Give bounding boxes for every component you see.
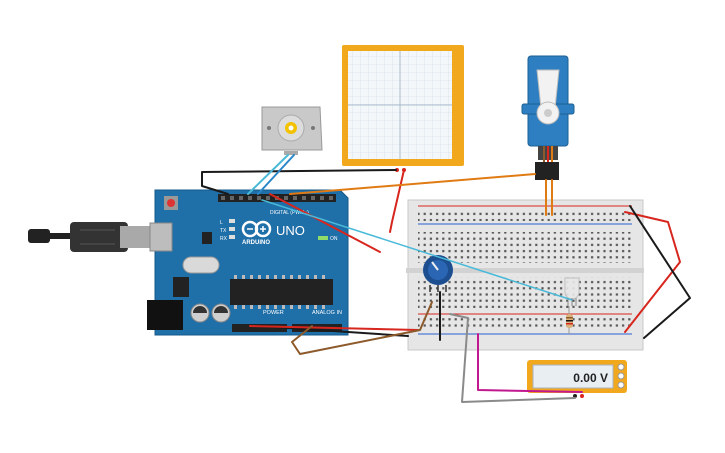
usb-cable[interactable] (28, 222, 170, 252)
wire-gray-multimeter[interactable] (449, 313, 576, 403)
mode-v[interactable] (617, 372, 625, 380)
power-jack (147, 300, 183, 330)
potentiometer[interactable] (423, 255, 453, 292)
wire-magenta-multimeter[interactable] (477, 333, 583, 393)
wire-red-5v[interactable] (249, 325, 419, 331)
wire-black-scope[interactable] (201, 169, 397, 195)
resistor[interactable] (566, 306, 573, 334)
mode-a[interactable] (617, 363, 625, 371)
arduino-logo-icon (241, 220, 272, 238)
wire-black-right-rail[interactable] (629, 205, 691, 339)
atmega-chip (230, 279, 333, 305)
wire-cyan-led[interactable] (261, 199, 573, 301)
wire-red-right-rail[interactable] (624, 211, 681, 333)
servo-motor[interactable] (521, 55, 575, 180)
wire-red-scope[interactable] (389, 169, 405, 233)
rx-label: RX (220, 236, 228, 242)
uno-label: UNO (276, 223, 305, 238)
breadboard[interactable] (406, 199, 644, 351)
wire-cyan-motor-a[interactable] (247, 154, 289, 195)
wire-blue-motor-b[interactable] (257, 154, 295, 195)
l-label: L (220, 220, 223, 226)
multimeter-display (532, 364, 614, 389)
led[interactable] (564, 277, 580, 306)
digital-label: DIGITAL (PWM~) (270, 210, 309, 216)
dc-motor[interactable] (261, 106, 323, 155)
wire-red-arduino[interactable] (269, 193, 381, 253)
analog-label: ANALOG IN (312, 310, 342, 316)
on-label: ON (330, 236, 338, 242)
power-label: POWER (263, 310, 284, 316)
oscilloscope[interactable] (342, 45, 464, 172)
multimeter-reading: 0.00 V (573, 371, 608, 385)
arduino-uno-board[interactable]: DIGITAL (PWM~) ON L TX RX ARDUINO UNO PO… (147, 189, 349, 336)
wires[interactable] (201, 154, 691, 403)
arduino-logo-text: ARDUINO (242, 240, 270, 246)
tx-label: TX (220, 228, 227, 234)
power-header[interactable] (232, 324, 287, 332)
wire-brown-analog[interactable] (291, 301, 433, 355)
mode-ohm[interactable] (617, 381, 625, 389)
wire-orange-servo[interactable] (289, 173, 536, 195)
multimeter[interactable]: 0.00 V (527, 360, 627, 398)
